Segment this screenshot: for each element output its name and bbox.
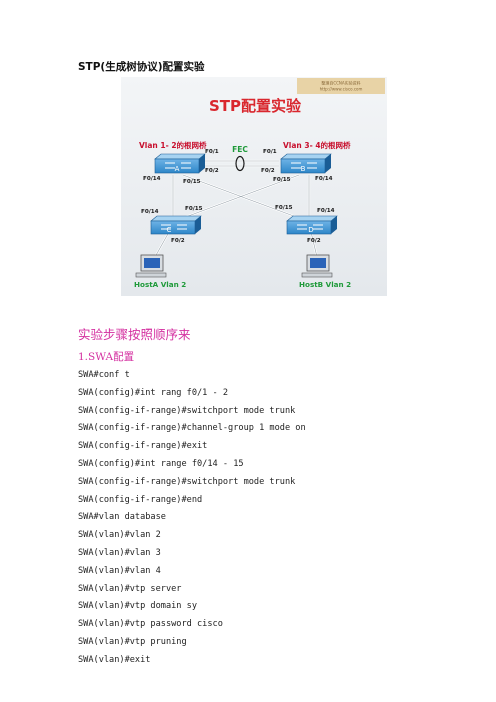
switch-c: C [150,215,202,235]
steps-heading: 实验步骤按照顺序来 [78,327,191,342]
command-list: SWA#conf t SWA(config)#int rang f0/1 - 2… [78,367,306,670]
host-a-label: HostA Vlan 2 [134,280,186,289]
port-a-f01: F0/1 [205,149,219,155]
switch-b: B [280,153,332,174]
host-b-computer [301,254,333,278]
port-a-f02: F0/2 [205,168,219,174]
port-d-f014: F0/14 [317,208,335,214]
port-b-f02: F0/2 [261,168,275,174]
host-a-computer [135,254,167,278]
port-b-f015: F0/15 [273,177,291,183]
figure-title: STP配置实验 [209,97,302,115]
right-root-label: Vlan 3- 4的根网桥 [283,140,351,150]
section-label: 1.SWA配置 [78,351,135,363]
command-line: SWA(vlan)#vtp password cisco [78,619,223,630]
port-d-f02: F0/2 [307,238,321,244]
document-title: STP(生成树协议)配置实验 [78,61,205,73]
command-line: SWA(vlan)#vlan 2 [78,530,161,541]
command-line: SWA(vlan)#vlan 4 [78,565,161,576]
command-line: SWA(config)#int range f0/14 - 15 [78,458,244,469]
figure-background [121,77,387,296]
command-line: SWA(vlan)#vtp domain sy [78,601,197,612]
command-line: SWA(vlan)#exit [78,654,151,665]
command-line: SWA(vlan)#vtp pruning [78,636,187,647]
command-line: SWA(config-if-range)#end [78,494,203,505]
watermark-line-1: 整理自CCNA实验资料 [321,80,360,86]
port-a-f015: F0/15 [183,179,201,185]
command-line: SWA#vlan database [78,512,166,523]
port-labels: F0/1 F0/2 F0/14 F0/15 F0/1 F0/2 F0/15 F0… [141,149,335,244]
left-root-label: Vlan 1- 2的根网桥 [139,140,207,150]
host-b-label: HostB Vlan 2 [299,280,351,289]
fec-ellipse [235,155,245,172]
switch-d: D [286,215,338,235]
command-line: SWA(config-if-range)#switchport mode tru… [78,476,296,487]
port-a-f014: F0/14 [143,176,161,182]
port-d-f015: F0/15 [275,205,293,211]
port-b-f01: F0/1 [263,149,277,155]
switch-a: A [154,153,206,174]
port-b-f014: F0/14 [315,176,333,182]
command-line: SWA(config)#int rang f0/1 - 2 [78,387,229,398]
switch-b-label: B [301,165,306,173]
switch-d-label: D [308,226,313,234]
port-c-f015: F0/15 [185,206,203,212]
fec-label: FEC [232,145,248,154]
stp-topology-figure: 整理自CCNA实验资料 http://www.cisco.com STP配置实验… [121,77,387,296]
switch-c-label: C [167,226,172,234]
command-line: SWA(config-if-range)#exit [78,441,208,452]
command-line: SWA#conf t [78,370,130,380]
command-line: SWA(vlan)#vtp server [78,583,182,594]
port-c-f02: F0/2 [171,238,185,244]
watermark-box [297,78,385,94]
command-line: SWA(config-if-range)#switchport mode tru… [78,405,296,416]
command-line: SWA(vlan)#vlan 3 [78,547,161,558]
watermark-line-2: http://www.cisco.com [320,87,363,92]
switch-a-label: A [175,165,180,173]
port-c-f014: F0/14 [141,209,159,215]
command-line: SWA(config-if-range)#channel-group 1 mod… [78,423,306,434]
